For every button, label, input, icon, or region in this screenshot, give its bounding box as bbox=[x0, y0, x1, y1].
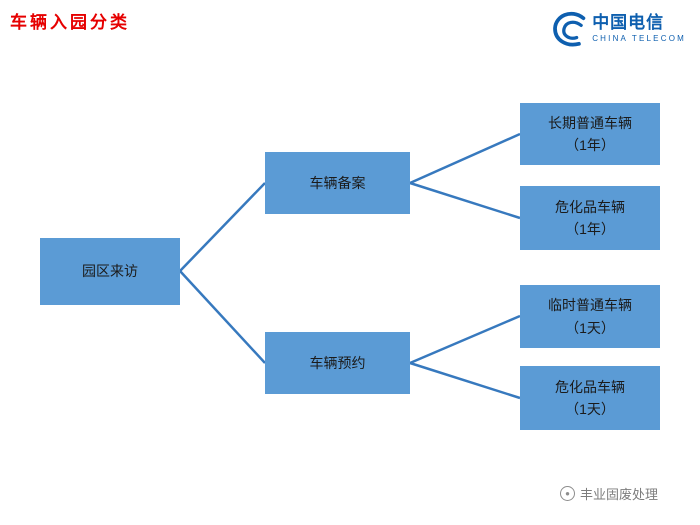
node-label-line1: 危化品车辆 bbox=[555, 198, 625, 215]
node-temporary-ordinary-vehicle: 临时普通车辆 （1天） bbox=[520, 285, 660, 348]
node-longterm-ordinary-vehicle: 长期普通车辆 （1年） bbox=[520, 103, 660, 165]
logo-name-en: CHINA TELECOM bbox=[592, 33, 686, 43]
china-telecom-logo-icon bbox=[551, 10, 587, 48]
node-hazmat-vehicle-1day: 危化品车辆 （1天） bbox=[520, 366, 660, 430]
node-label-line2: （1年） bbox=[565, 137, 615, 153]
watermark: ● 丰业固废处理 bbox=[559, 484, 658, 503]
node-label: 车辆备案 bbox=[309, 174, 366, 191]
node-label-line1: 长期普通车辆 bbox=[548, 114, 632, 131]
node-label: 车辆预约 bbox=[309, 354, 366, 371]
node-label-line2: （1天） bbox=[565, 401, 615, 417]
watermark-logo-icon: ● bbox=[559, 486, 575, 501]
china-telecom-logo: 中国电信 CHINA TELECOM bbox=[551, 10, 686, 48]
node-label-line1: 临时普通车辆 bbox=[548, 297, 632, 314]
page-title: 车辆入园分类 bbox=[10, 13, 130, 32]
node-park-visit: 园区来访 bbox=[40, 238, 180, 305]
node-label-line2: （1年） bbox=[565, 221, 615, 237]
node-vehicle-reservation: 车辆预约 bbox=[265, 332, 410, 394]
node-label-line2: （1天） bbox=[565, 319, 615, 336]
node-hazmat-vehicle-1year: 危化品车辆 （1年） bbox=[520, 186, 660, 250]
node-vehicle-registration: 车辆备案 bbox=[265, 152, 410, 214]
china-telecom-logo-text: 中国电信 CHINA TELECOM bbox=[592, 14, 686, 43]
node-label-line1: 危化品车辆 bbox=[555, 378, 625, 395]
watermark-text: 丰业固废处理 bbox=[579, 487, 658, 502]
node-label: 园区来访 bbox=[82, 263, 138, 280]
logo-name-cn: 中国电信 bbox=[592, 13, 665, 33]
